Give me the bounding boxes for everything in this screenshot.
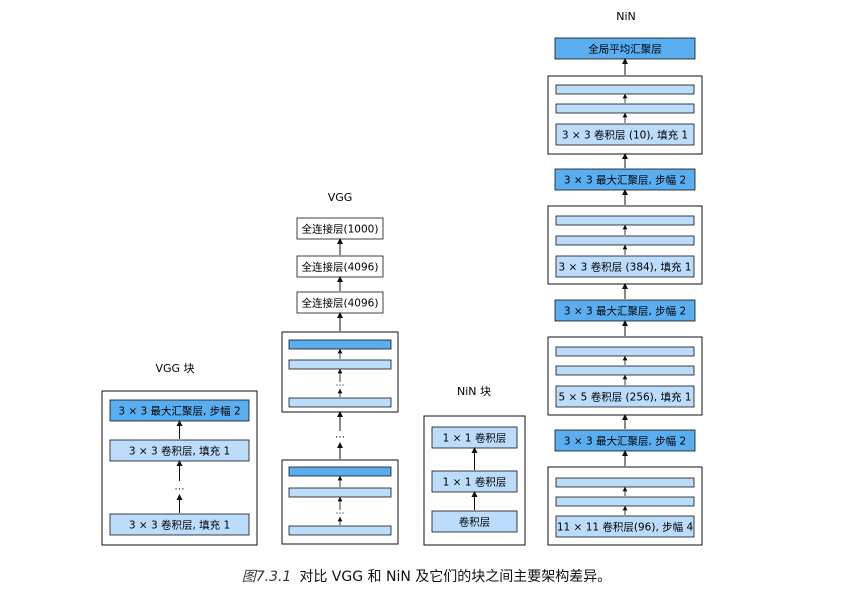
nin-block2-bar — [555, 365, 695, 376]
vgg-title: VGG — [328, 191, 353, 204]
vgg-block-pool-label: 3 × 3 最大汇聚层, 步幅 2 — [118, 405, 240, 418]
nin-block-conv1x1-top-label: 1 × 1 卷积层 — [443, 432, 507, 445]
nin-block3-bar — [555, 215, 695, 226]
vgg-upper-pool-bar — [288, 339, 392, 350]
nin-block-conv-label: 卷积层 — [459, 516, 491, 529]
vgg-lower-ellipsis: ⋯ — [336, 509, 345, 519]
figure-caption: 图7.3.1 对比 VGG 和 NiN 及它们的块之间主要架构差异。 — [0, 566, 853, 586]
nin-block3-conv — [555, 255, 695, 278]
vgg-diagram: VGG 全连接层(1000) 全连接层(4096) 全连接层(4096) ⋯ ⋯… — [281, 191, 399, 545]
vgg-fc-label-4096-top: 全连接层(4096) — [302, 261, 379, 274]
nin-pool3-label: 3 × 3 最大汇聚层, 步幅 2 — [564, 174, 686, 187]
nin-block1-conv-label: 11 × 11 卷积层(96), 步幅 4 — [557, 521, 694, 534]
vgg-block-title: VGG 块 — [155, 362, 194, 375]
nin-block-title: NiN 块 — [457, 385, 491, 398]
vgg-between-ellipsis: ⋯ — [335, 432, 345, 443]
vgg-upper-ellipsis: ⋯ — [336, 381, 345, 391]
figure-number: 图7.3.1 — [241, 569, 292, 585]
nin-block3-conv-label: 3 × 3 卷积层 (384), 填充 1 — [559, 261, 692, 274]
vgg-block-conv-label-top: 3 × 3 卷积层, 填充 1 — [129, 445, 230, 458]
nin-block2-conv-label: 5 × 5 卷积层 (256), 填充 1 — [559, 391, 692, 404]
vgg-block-diagram: VGG 块 3 × 3 最大汇聚层, 步幅 2 3 × 3 卷积层, 填充 1 … — [101, 362, 258, 546]
vgg-lower-block-frame — [281, 459, 399, 545]
vgg-lower-conv-bar — [288, 525, 392, 536]
vgg-block-ellipsis: ⋯ — [175, 484, 185, 495]
nin-block1-bar — [555, 477, 695, 488]
nin-title: NiN — [616, 10, 636, 23]
nin-block-conv1x1-bottom-label: 1 × 1 卷积层 — [443, 476, 507, 489]
nin-block4-bar — [555, 103, 695, 114]
nin-global-avg-pool-label: 全局平均汇聚层 — [588, 43, 662, 56]
nin-block4-bar — [555, 84, 695, 95]
vgg-upper-conv-bar — [288, 359, 392, 370]
nin-block2-bar — [555, 346, 695, 357]
vgg-upper-conv-bar — [288, 397, 392, 408]
vgg-lower-conv-bar — [288, 487, 392, 498]
vgg-block-conv-layer-bottom — [109, 513, 250, 536]
nin-block1-conv — [555, 515, 695, 538]
nin-block1-frame — [547, 466, 703, 546]
vgg-block-frame — [101, 390, 258, 546]
nin-block-diagram: NiN 块 1 × 1 卷积层 1 × 1 卷积层 卷积层 — [423, 385, 526, 546]
figure-caption-text: 对比 VGG 和 NiN 及它们的块之间主要架构差异。 — [299, 569, 612, 585]
vgg-lower-pool-bar — [288, 466, 392, 477]
nin-block3-bar — [555, 235, 695, 246]
vgg-block-conv-label-bottom: 3 × 3 卷积层, 填充 1 — [129, 519, 230, 532]
nin-block1-bar — [555, 496, 695, 507]
nin-pool1-label: 3 × 3 最大汇聚层, 步幅 2 — [564, 435, 686, 448]
nin-block2-conv — [555, 385, 695, 408]
nin-pool2-label: 3 × 3 最大汇聚层, 步幅 2 — [564, 305, 686, 318]
nin-block4-conv — [555, 123, 695, 146]
nin-block-frame — [423, 415, 526, 546]
vgg-fc-label-4096-bottom: 全连接层(4096) — [302, 297, 379, 310]
nin-block-conv — [431, 510, 518, 533]
nin-diagram: NiN 全局平均汇聚层 3 × 3 卷积层 (10), 填充 1 3 × 3 最… — [547, 10, 703, 546]
vgg-fc-label-1000: 全连接层(1000) — [302, 223, 379, 236]
nin-block4-conv-label: 3 × 3 卷积层 (10), 填充 1 — [562, 129, 688, 142]
